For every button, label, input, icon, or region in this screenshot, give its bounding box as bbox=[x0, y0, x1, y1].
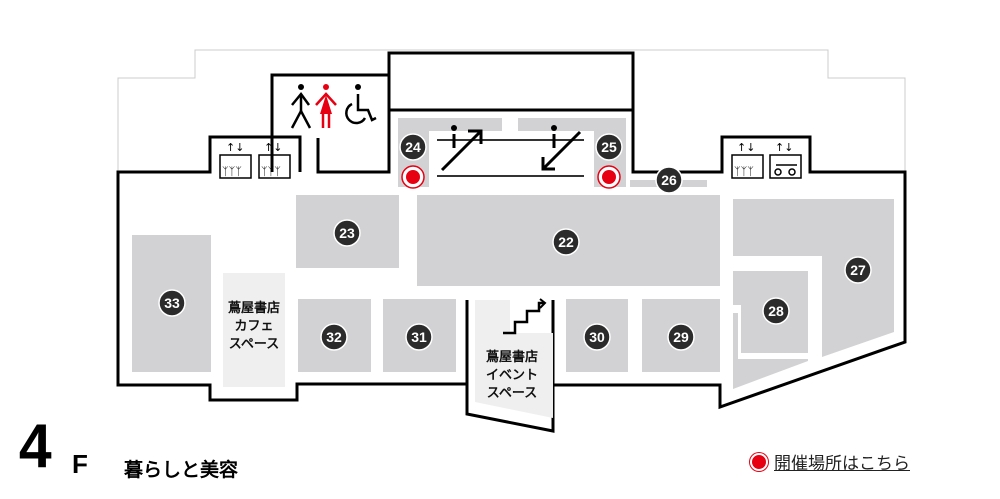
shop-badge-30[interactable]: 30 bbox=[583, 323, 611, 351]
shop-number: 30 bbox=[589, 329, 605, 345]
shop-badge-29[interactable]: 29 bbox=[667, 323, 695, 351]
restroom-wall bbox=[270, 73, 389, 172]
svg-text:ᛉᛉᛉ: ᛉᛉᛉ bbox=[222, 165, 242, 178]
event-space bbox=[475, 300, 553, 418]
shop-badge-28[interactable]: 28 bbox=[762, 297, 790, 325]
wall-left bbox=[116, 135, 467, 402]
legend[interactable]: 開催場所はこちら bbox=[752, 449, 910, 474]
shop-badge-31[interactable]: 31 bbox=[405, 323, 433, 351]
building-outline bbox=[117, 49, 906, 172]
shop-number: 28 bbox=[768, 303, 784, 319]
shop-number: 31 bbox=[411, 329, 427, 345]
shop-number: 22 bbox=[558, 234, 574, 250]
shop-badge-23[interactable]: 23 bbox=[333, 219, 361, 247]
svg-text:↑↓: ↑↓ bbox=[775, 141, 793, 154]
shop-badges: 22 23 24 25 26 27 28 29 30 31 32 33 bbox=[158, 133, 872, 351]
legend-link[interactable]: 開催場所はこちら bbox=[774, 454, 910, 474]
shop-number: 32 bbox=[326, 329, 342, 345]
top-block bbox=[387, 51, 635, 112]
shop-number: 25 bbox=[601, 139, 617, 155]
restroom-women-icon bbox=[315, 84, 337, 128]
shop-number: 23 bbox=[339, 225, 355, 241]
event-marker-icon bbox=[752, 454, 766, 469]
floor-number: 4 bbox=[18, 412, 52, 481]
elevator-icon: ↑↓ ↑↓ ↑↓ ↑↓ ᛉᛉᛉ ᛉᛉᛉ ᛉᛉᛉ bbox=[219, 141, 802, 179]
shop-number: 26 bbox=[661, 172, 677, 188]
svg-text:↑↓: ↑↓ bbox=[226, 141, 244, 154]
shop-badge-24[interactable]: 24 bbox=[399, 133, 427, 161]
label-line: 蔦屋書店 bbox=[485, 350, 538, 365]
shop-badge-25[interactable]: 25 bbox=[595, 133, 623, 161]
floor-name: 暮らしと美容 bbox=[124, 459, 239, 481]
svg-text:ᛉᛉᛉ: ᛉᛉᛉ bbox=[261, 165, 281, 178]
shop-badge-27[interactable]: 27 bbox=[844, 256, 872, 284]
cafe-space-label: 蔦屋書店 カフェ スペース bbox=[218, 300, 290, 354]
shop-number: 24 bbox=[405, 139, 421, 155]
restroom-men-icon bbox=[290, 84, 312, 129]
wall-right bbox=[553, 110, 907, 410]
floor-suffix: F bbox=[72, 449, 88, 479]
shop-badge-32[interactable]: 32 bbox=[320, 323, 348, 351]
event-marker bbox=[401, 165, 621, 189]
shop-badge-26[interactable]: 26 bbox=[655, 166, 683, 194]
svg-text:ᛉᛉᛉ: ᛉᛉᛉ bbox=[734, 165, 754, 178]
information-icon bbox=[451, 125, 457, 131]
label-line: 蔦屋書店 bbox=[227, 301, 280, 316]
shop-number: 33 bbox=[164, 295, 180, 311]
shop-27 bbox=[733, 199, 894, 357]
wheelchair-icon bbox=[345, 84, 377, 125]
escalator-icon bbox=[437, 125, 584, 177]
label-line: イベント bbox=[485, 368, 538, 383]
shop-badge-22[interactable]: 22 bbox=[552, 228, 580, 256]
svg-text:↑↓: ↑↓ bbox=[737, 141, 755, 154]
shop-number: 29 bbox=[673, 329, 689, 345]
event-space-label: 蔦屋書店 イベント スペース bbox=[472, 349, 552, 403]
stairs-icon bbox=[503, 301, 545, 335]
label-line: カフェ bbox=[234, 319, 274, 334]
cafe-space bbox=[223, 273, 285, 387]
label-line: スペース bbox=[486, 386, 538, 401]
shop-number: 27 bbox=[850, 262, 866, 278]
shop-badge-33[interactable]: 33 bbox=[158, 289, 186, 317]
svg-text:↑↓: ↑↓ bbox=[264, 141, 282, 154]
label-line: スペース bbox=[228, 337, 280, 352]
